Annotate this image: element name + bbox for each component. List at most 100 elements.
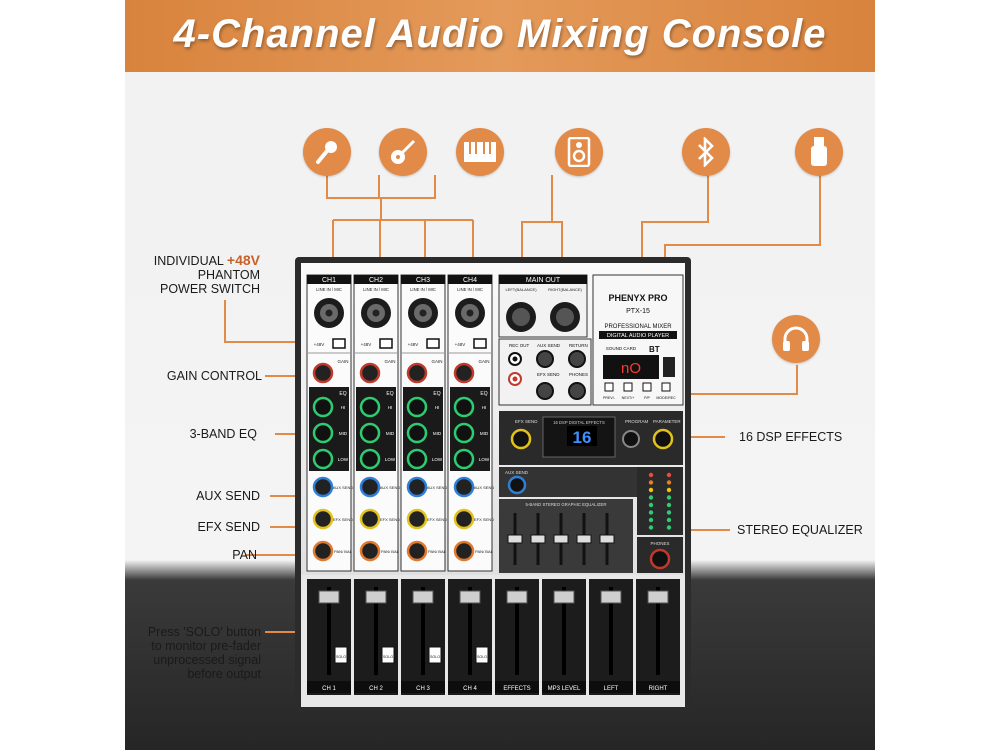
- eq-band-label: MID: [339, 431, 348, 436]
- eq-band-label: MID: [480, 431, 489, 436]
- microphone-icon: [303, 128, 351, 176]
- pan-knob[interactable]: [359, 540, 381, 562]
- aux-send-knob[interactable]: [453, 476, 475, 498]
- eq-knob[interactable]: [406, 422, 428, 444]
- fader-label: EFFECTS: [503, 686, 530, 692]
- solo-button[interactable]: [428, 646, 442, 664]
- gain-knob[interactable]: [312, 362, 334, 384]
- fader-knob[interactable]: [412, 590, 434, 604]
- aux-send-knob[interactable]: [312, 476, 334, 498]
- channel-label: CH1: [322, 277, 336, 284]
- usb-port[interactable]: [663, 357, 675, 377]
- aux-send-knob[interactable]: [406, 476, 428, 498]
- fader-knob[interactable]: [365, 590, 387, 604]
- phantom-callout-line2: PHANTOM: [197, 268, 260, 282]
- pan-knob[interactable]: [453, 540, 475, 562]
- fader-track: [374, 587, 378, 675]
- gain-callout: GAIN CONTROL: [166, 369, 262, 383]
- pan-knob[interactable]: [312, 540, 334, 562]
- program-knob[interactable]: [622, 430, 640, 448]
- eq-knob[interactable]: [312, 396, 334, 418]
- efx-send-jack-label: EFX SEND: [537, 372, 560, 377]
- aux-master-knob[interactable]: [507, 475, 527, 495]
- headphones-icon: [772, 315, 820, 363]
- player-button-label: P/P: [644, 396, 650, 400]
- efx-send-jack[interactable]: [536, 382, 554, 400]
- aux-send-knob-label: AUX SEND: [333, 485, 354, 490]
- geq-slider-knob[interactable]: [599, 534, 615, 544]
- gain-knob[interactable]: [359, 362, 381, 384]
- geq-slider-knob[interactable]: [507, 534, 523, 544]
- solo-callout-line2: to monitor pre-fader: [151, 639, 261, 653]
- phantom-power-callout: INDIVIDUAL +48V PHANTOM POWER SWITCH: [125, 253, 260, 296]
- fader-label: MP3 LEVEL: [548, 686, 581, 692]
- return-jack[interactable]: [568, 350, 586, 368]
- phones-level-knob[interactable]: [649, 548, 671, 570]
- fader-label: LEFT: [604, 686, 619, 692]
- eq-knob[interactable]: [359, 448, 381, 470]
- gain-knob[interactable]: [453, 362, 475, 384]
- fader-knob[interactable]: [459, 590, 481, 604]
- eq-knob[interactable]: [406, 396, 428, 418]
- fader-knob[interactable]: [600, 590, 622, 604]
- solo-button[interactable]: [475, 646, 489, 664]
- eq-knob[interactable]: [406, 448, 428, 470]
- eq-knob[interactable]: [312, 422, 334, 444]
- fader-track: [562, 587, 566, 675]
- efx-send-knob[interactable]: [406, 508, 428, 530]
- aux-send-knob[interactable]: [359, 476, 381, 498]
- solo-button[interactable]: [381, 646, 395, 664]
- phones-jack[interactable]: [568, 382, 586, 400]
- phones-jack-label: PHONES: [569, 372, 588, 377]
- model-label: PTX-15: [626, 308, 650, 315]
- efx-send-knob[interactable]: [312, 508, 334, 530]
- level-led: [666, 502, 672, 508]
- player-button[interactable]: [661, 382, 671, 392]
- phantom-label: +48V: [408, 342, 419, 347]
- player-button[interactable]: [642, 382, 652, 392]
- fader-knob[interactable]: [647, 590, 669, 604]
- phantom-switch[interactable]: [473, 338, 487, 349]
- eq-knob[interactable]: [453, 448, 475, 470]
- geq-slider-knob[interactable]: [530, 534, 546, 544]
- level-led: [648, 487, 654, 493]
- level-led: [666, 472, 672, 478]
- player-button[interactable]: [623, 382, 633, 392]
- fader-knob[interactable]: [506, 590, 528, 604]
- gain-knob[interactable]: [406, 362, 428, 384]
- fader-track: [656, 587, 660, 675]
- eq-knob[interactable]: [312, 448, 334, 470]
- eq-knob[interactable]: [453, 422, 475, 444]
- dsp-callout: 16 DSP EFFECTS: [739, 430, 843, 444]
- efx-send-knob[interactable]: [359, 508, 381, 530]
- parameter-knob[interactable]: [652, 428, 674, 450]
- phantom-switch[interactable]: [332, 338, 346, 349]
- efx-send-knob-label: EFX SEND: [333, 517, 353, 522]
- solo-callout-line1: Press 'SOLO' button: [147, 625, 261, 639]
- level-led: [666, 510, 672, 515]
- fader-label: CH 3: [416, 686, 430, 692]
- subtitle1-label: PROFESSIONAL MIXER: [604, 324, 672, 330]
- pan-knob[interactable]: [406, 540, 428, 562]
- phantom-switch[interactable]: [426, 338, 440, 349]
- geq-slider-knob[interactable]: [553, 534, 569, 544]
- guitar-icon: [379, 128, 427, 176]
- geq-slider-knob[interactable]: [576, 534, 592, 544]
- eq-knob[interactable]: [359, 396, 381, 418]
- pan-knob-label: PAN/ BAL: [381, 549, 399, 554]
- phantom-switch[interactable]: [379, 338, 393, 349]
- efx-master-knob[interactable]: [510, 428, 532, 450]
- eq-knob[interactable]: [359, 422, 381, 444]
- player-button[interactable]: [604, 382, 614, 392]
- eq-label: EQ: [480, 391, 487, 397]
- solo-callout-line4: before output: [187, 667, 261, 681]
- gain-label: GAIN: [431, 359, 442, 364]
- solo-button[interactable]: [334, 646, 348, 664]
- aux-send-jack[interactable]: [536, 350, 554, 368]
- eq-band-label: LOW: [479, 457, 490, 462]
- efx-send-knob[interactable]: [453, 508, 475, 530]
- fader-label: CH 4: [463, 686, 477, 692]
- eq-knob[interactable]: [453, 396, 475, 418]
- fader-knob[interactable]: [318, 590, 340, 604]
- fader-knob[interactable]: [553, 590, 575, 604]
